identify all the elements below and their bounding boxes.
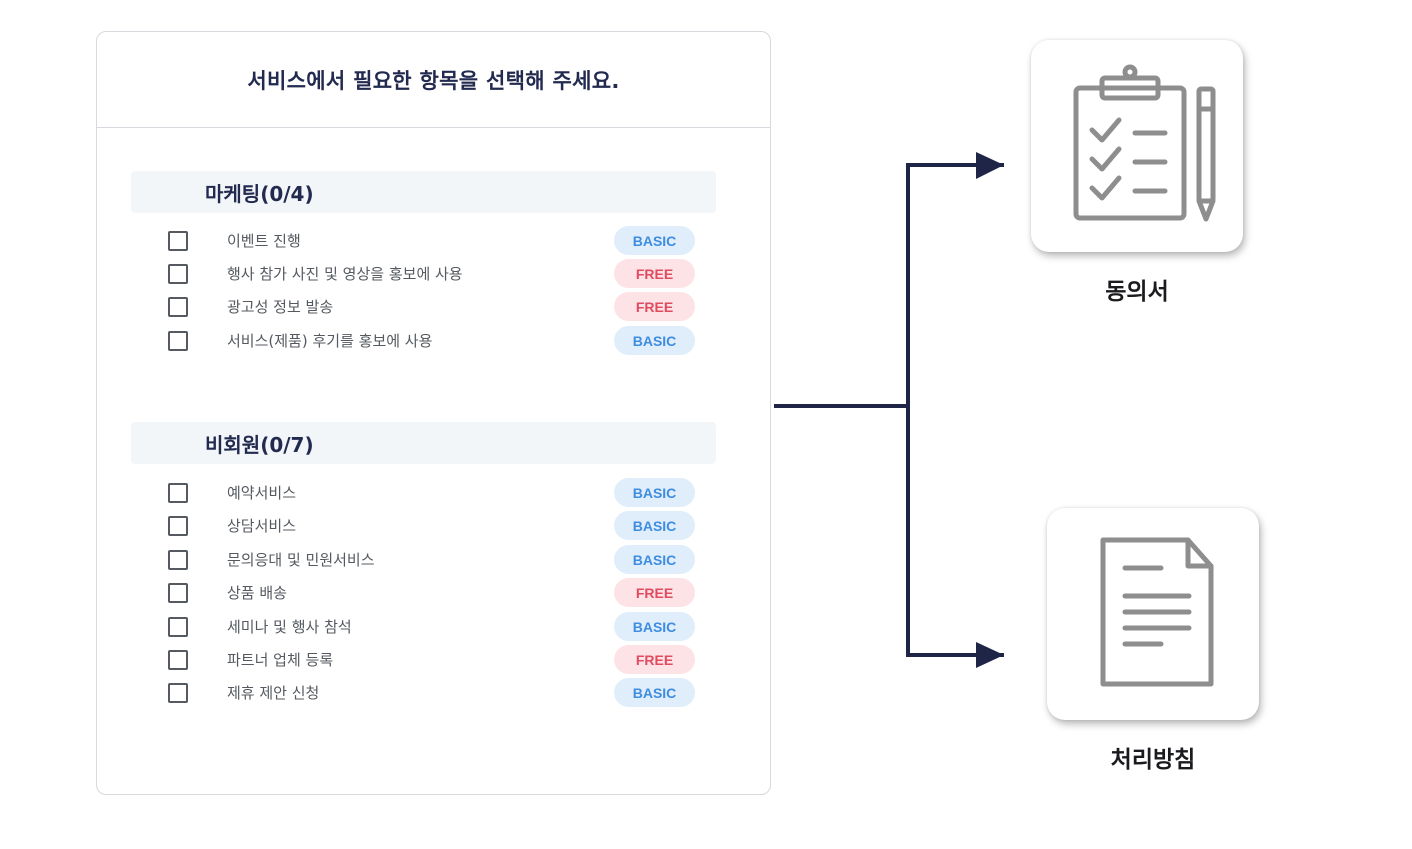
selection-panel: 서비스에서 필요한 항목을 선택해 주세요. 마케팅(0/4) 이벤트 진행 B… (96, 31, 771, 795)
plan-badge: BASIC (614, 478, 695, 507)
plan-badge: FREE (614, 578, 695, 607)
list-item[interactable]: 파트너 업체 등록 FREE (131, 645, 716, 675)
document-icon (1073, 532, 1233, 696)
list-item[interactable]: 상품 배송 FREE (131, 578, 716, 608)
plan-badge: FREE (614, 259, 695, 288)
item-label: 제휴 제안 신청 (227, 684, 320, 702)
list-item[interactable]: 이벤트 진행 BASIC (131, 226, 716, 256)
consent-form-label: 동의서 (1105, 279, 1169, 305)
item-label: 문의응대 및 민원서비스 (227, 551, 375, 569)
list-item[interactable]: 광고성 정보 발송 FREE (131, 292, 716, 322)
consent-form-card[interactable] (1031, 40, 1243, 252)
privacy-policy-card[interactable] (1047, 508, 1259, 720)
privacy-policy-label: 처리방침 (1110, 747, 1196, 773)
checkbox[interactable] (168, 231, 188, 251)
list-item[interactable]: 상담서비스 BASIC (131, 511, 716, 541)
panel-title: 서비스에서 필요한 항목을 선택해 주세요. (247, 68, 620, 93)
clipboard-checklist-icon (1057, 64, 1217, 228)
checkbox[interactable] (168, 331, 188, 351)
connector-branch (906, 163, 1004, 657)
checkbox[interactable] (168, 297, 188, 317)
item-label: 행사 참가 사진 및 영상을 홍보에 사용 (227, 265, 463, 283)
checkbox[interactable] (168, 650, 188, 670)
checkbox[interactable] (168, 483, 188, 503)
item-label: 광고성 정보 발송 (227, 298, 334, 316)
plan-badge: BASIC (614, 678, 695, 707)
plan-badge: FREE (614, 292, 695, 321)
item-label: 예약서비스 (227, 484, 297, 502)
item-label: 세미나 및 행사 참석 (227, 618, 352, 636)
list-item[interactable]: 예약서비스 BASIC (131, 478, 716, 508)
plan-badge: FREE (614, 645, 695, 674)
item-label: 이벤트 진행 (227, 232, 301, 250)
item-label: 파트너 업체 등록 (227, 651, 334, 669)
panel-header: 서비스에서 필요한 항목을 선택해 주세요. (97, 32, 770, 128)
list-item[interactable]: 서비스(제품) 후기를 홍보에 사용 BASIC (131, 326, 716, 356)
plan-badge: BASIC (614, 326, 695, 355)
section-non-member: 비회원(0/7) 예약서비스 BASIC 상담서비스 BASIC 문의응대 및 … (131, 422, 716, 707)
checkbox[interactable] (168, 550, 188, 570)
plan-badge: BASIC (614, 612, 695, 641)
plan-badge: BASIC (614, 226, 695, 255)
section-header: 마케팅(0/4) (131, 171, 716, 213)
checkbox[interactable] (168, 583, 188, 603)
item-label: 서비스(제품) 후기를 홍보에 사용 (227, 332, 433, 350)
checkbox[interactable] (168, 617, 188, 637)
plan-badge: BASIC (614, 545, 695, 574)
checkbox[interactable] (168, 683, 188, 703)
list-item[interactable]: 행사 참가 사진 및 영상을 홍보에 사용 FREE (131, 259, 716, 289)
list-item[interactable]: 문의응대 및 민원서비스 BASIC (131, 545, 716, 575)
arrowhead-bottom-icon (976, 642, 1004, 668)
list-item[interactable]: 세미나 및 행사 참석 BASIC (131, 612, 716, 642)
plan-badge: BASIC (614, 511, 695, 540)
item-label: 상품 배송 (227, 584, 287, 602)
arrowhead-top-icon (976, 152, 1004, 179)
section-title: 마케팅(0/4) (205, 181, 314, 206)
section-title: 비회원(0/7) (205, 432, 314, 457)
section-marketing: 마케팅(0/4) 이벤트 진행 BASIC 행사 참가 사진 및 영상을 홍보에… (131, 171, 716, 355)
checkbox[interactable] (168, 516, 188, 536)
item-label: 상담서비스 (227, 517, 297, 535)
section-header: 비회원(0/7) (131, 422, 716, 464)
list-item[interactable]: 제휴 제안 신청 BASIC (131, 678, 716, 708)
checkbox[interactable] (168, 264, 188, 284)
